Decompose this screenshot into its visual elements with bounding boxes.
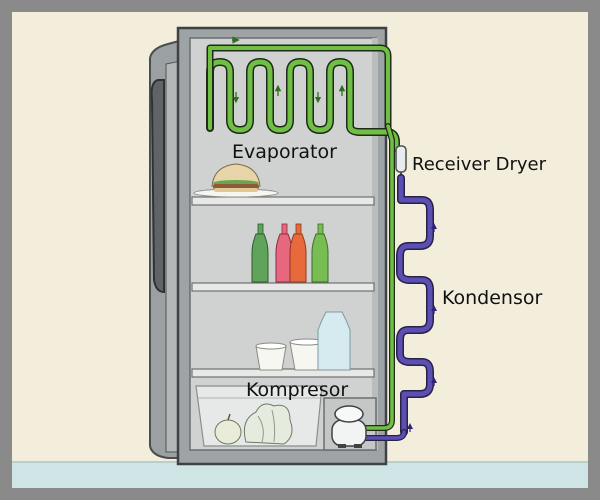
cup-left: [255, 345, 287, 371]
greens: [243, 403, 293, 445]
compressor-icon: [331, 405, 367, 448]
door-handle: [150, 79, 165, 294]
bottle-orange: [289, 223, 307, 283]
interior-wall: [372, 38, 378, 450]
label-kompresor: Kompresor: [246, 379, 348, 401]
milk-jug: [317, 311, 351, 371]
burger-icon: [193, 163, 279, 198]
suction-line: [363, 123, 407, 441]
shelf-bottom: [191, 368, 375, 378]
cup-icon: [255, 311, 351, 371]
apple: [214, 419, 242, 445]
label-evaporator: Evaporator: [232, 141, 337, 163]
floor: [12, 462, 588, 488]
label-receiver-dryer: Receiver Dryer: [412, 154, 547, 175]
bottle-green: [251, 223, 269, 283]
evaporator-coil: [206, 36, 400, 152]
bottle-icon: [251, 223, 329, 283]
vegetable-icon: [214, 403, 293, 445]
receiver-dryer-icon: [395, 145, 407, 178]
condenser-coil: [396, 174, 437, 436]
label-kondensor: Kondensor: [442, 287, 542, 309]
bottle-lime: [311, 223, 329, 283]
shelf-middle: [191, 282, 375, 292]
shelf-top: [191, 196, 375, 206]
